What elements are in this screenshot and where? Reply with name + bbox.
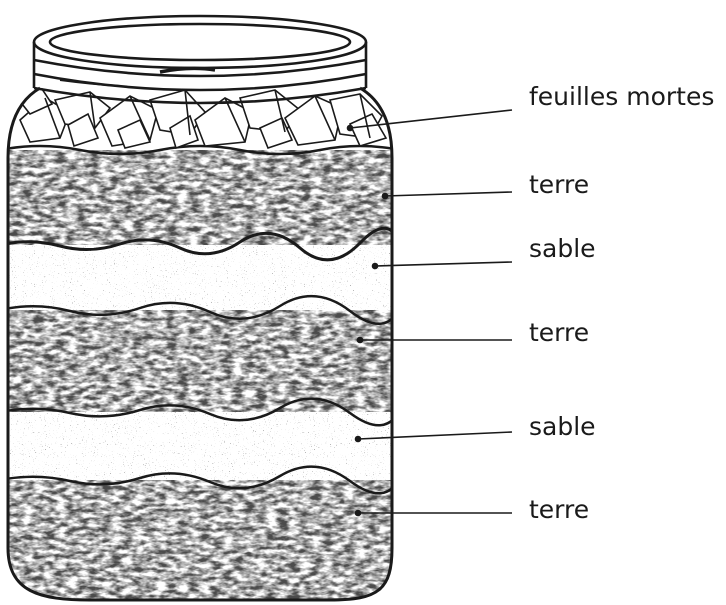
- layer-soil-2: [0, 310, 400, 412]
- label-sand-2: sable: [529, 414, 596, 439]
- layer-soil-3: [0, 480, 400, 605]
- layer-soil-1: [0, 150, 400, 245]
- label-soil-3: terre: [529, 497, 589, 522]
- label-soil-1: terre: [529, 172, 589, 197]
- label-dead-leaves: feuilles mortes: [529, 84, 714, 109]
- label-sand-1: sable: [529, 236, 596, 261]
- label-soil-2: terre: [529, 320, 589, 345]
- layer-sand-2: [0, 412, 400, 480]
- jar-layers: [0, 60, 400, 605]
